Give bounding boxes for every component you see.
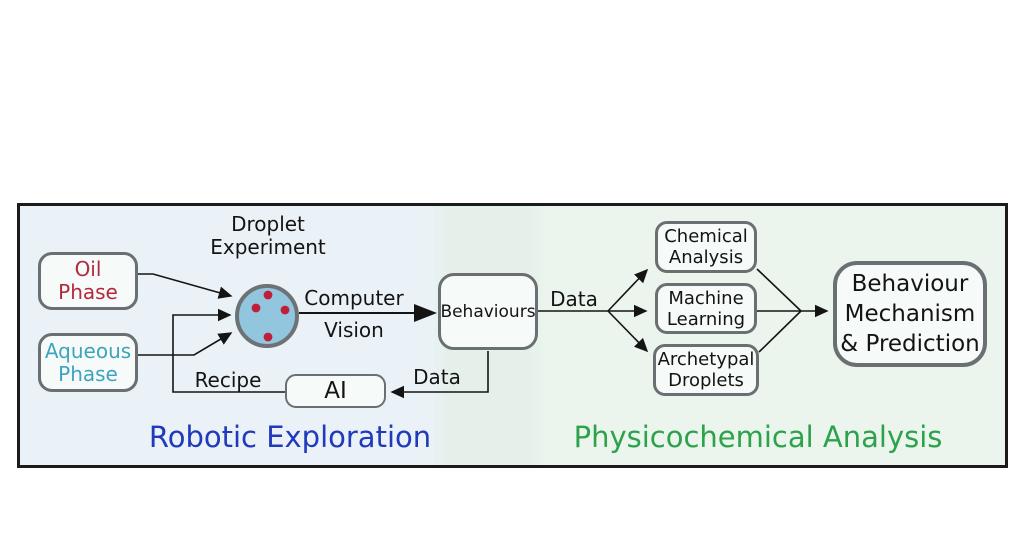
recipe-label: Recipe — [194, 368, 262, 392]
node-behaviours: Behaviours — [438, 273, 538, 350]
data-forward-label: Data — [550, 287, 598, 311]
node-aqueous-phase: Aqueous Phase — [38, 333, 138, 392]
node-behaviour-mechanism: Behaviour Mechanism & Prediction — [833, 261, 987, 367]
droplet-experiment-label: Droplet Experiment — [210, 212, 326, 259]
node-machine-learning: Machine Learning — [655, 283, 757, 334]
node-archetypal-droplets: Archetypal Droplets — [653, 344, 759, 396]
computer-vision-label: Computer Vision — [304, 286, 404, 342]
section-title-robotic-exploration: Robotic Exploration — [148, 420, 432, 454]
node-ai: AI — [285, 374, 386, 408]
section-title-physicochemical-analysis: Physicochemical Analysis — [573, 420, 943, 454]
node-chemical-analysis: Chemical Analysis — [655, 221, 757, 273]
data-feedback-label: Data — [413, 365, 461, 389]
node-oil-phase: Oil Phase — [38, 252, 138, 310]
